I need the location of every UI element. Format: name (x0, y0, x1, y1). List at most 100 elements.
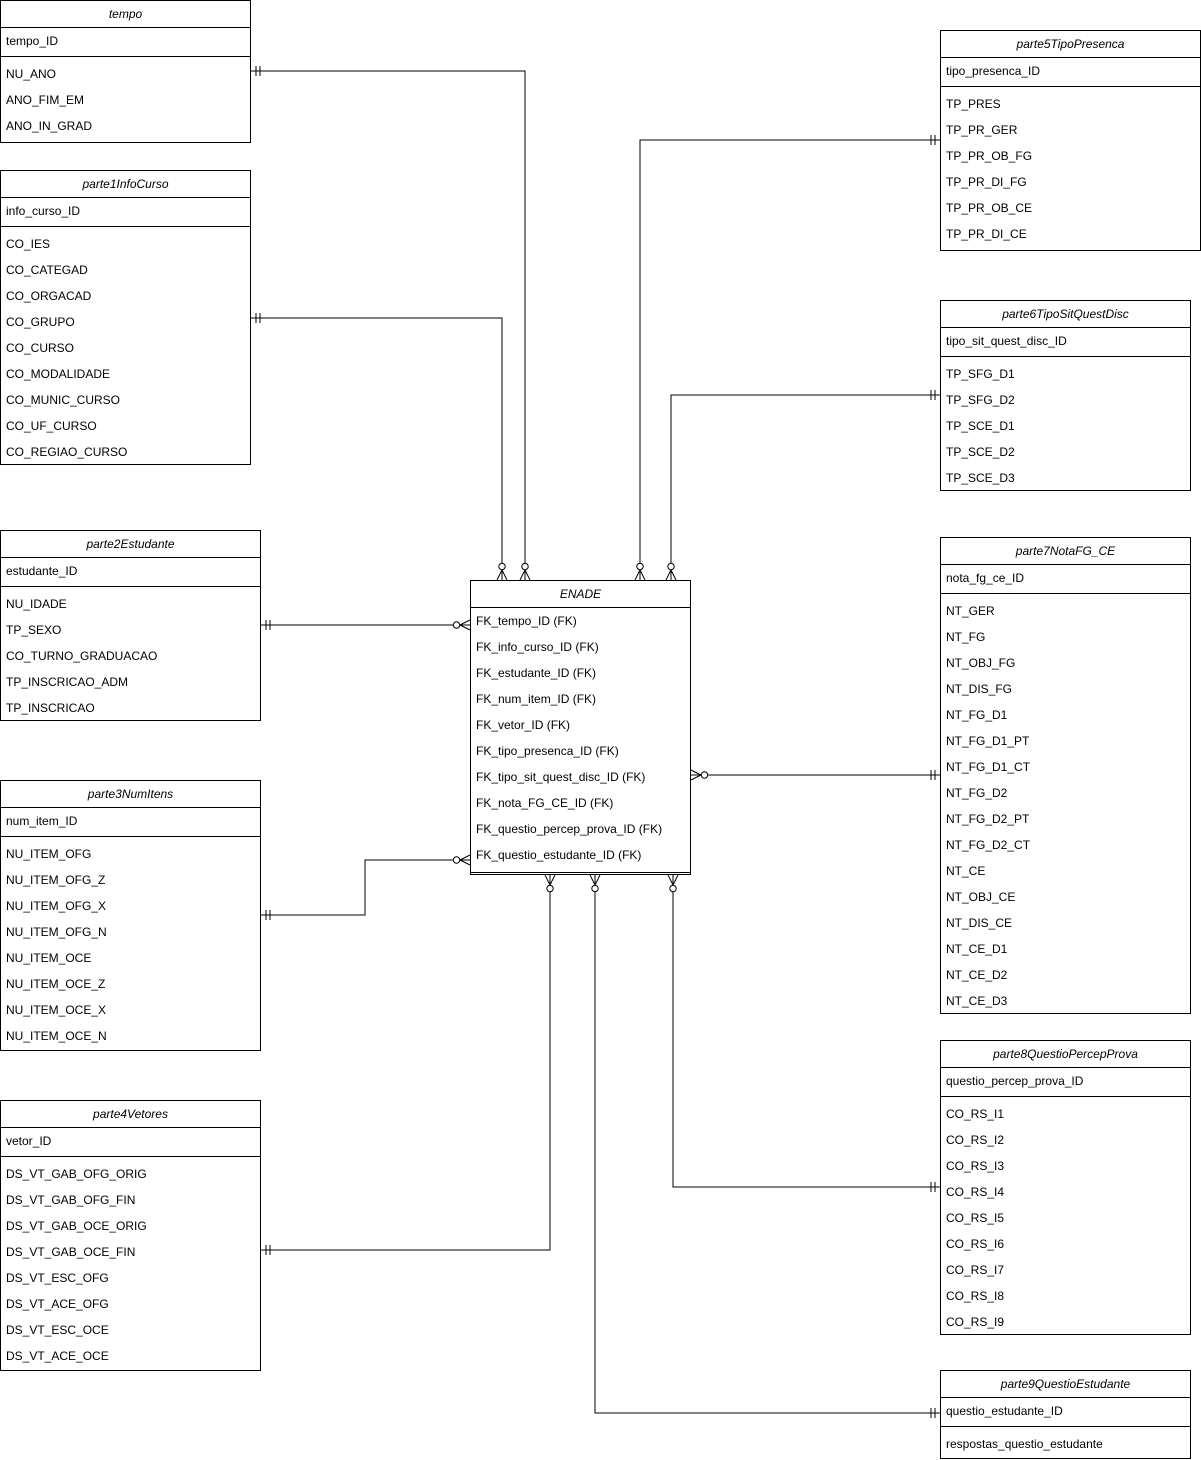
entity-enade[interactable]: ENADE FK_tempo_ID (FK)FK_info_curso_ID (… (470, 580, 691, 875)
attribute-row: DS_VT_ACE_OFG (6, 1297, 109, 1311)
attribute-row: NU_ITEM_OFG (6, 847, 92, 861)
cardinality-crowfoot (501, 569, 508, 581)
attribute-row: DS_VT_GAB_OCE_FIN (6, 1245, 136, 1259)
cardinality-zero-circle (669, 884, 677, 893)
entity-parte4vetores[interactable]: parte4Vetores vetor_ID DS_VT_GAB_OFG_ORI… (0, 1100, 261, 1371)
attribute-row: CO_RS_I3 (946, 1159, 1005, 1173)
entity-parte6tipositquestdisc[interactable]: parte6TipoSitQuestDisc tipo_sit_quest_di… (940, 300, 1191, 491)
attribute-row: TP_PR_DI_FG (946, 175, 1027, 189)
attribute-row: TP_SEXO (6, 623, 62, 637)
attribute-row: DS_VT_ESC_OCE (6, 1323, 109, 1337)
cardinality-zero-circle (546, 884, 554, 893)
attribute-row: respostas_questio_estudante (946, 1437, 1103, 1451)
entity-title: parte2Estudante (1, 531, 260, 558)
attribute-row: NT_OBJ_CE (946, 890, 1016, 904)
entity-parte8questiopercepprova[interactable]: parte8QuestioPercepProva questio_percep_… (940, 1040, 1191, 1335)
cardinality-crowfoot (670, 569, 677, 581)
entity-title: parte5TipoPresenca (941, 31, 1200, 58)
cardinality-crowfoot (639, 569, 646, 581)
attribute-row: CO_ORGACAD (6, 289, 92, 303)
attribute-row: TP_PR_OB_CE (946, 201, 1033, 215)
relationship-line (251, 317, 503, 580)
attribute-row: CO_RS_I6 (946, 1237, 1005, 1251)
primary-key: tipo_sit_quest_disc_ID (941, 328, 1190, 357)
cardinality-crowfoot (634, 569, 641, 581)
attribute-row: CO_CURSO (6, 341, 75, 355)
cardinality-crowfoot (459, 854, 471, 861)
cardinality-crowfoot (589, 874, 596, 886)
attribute-row: NU_IDADE (6, 597, 67, 611)
edge-estudante-enade (261, 619, 471, 631)
attribute-row: CO_TURNO_GRADUACAO (6, 649, 158, 663)
attribute-row: NT_CE (946, 864, 986, 878)
primary-key: tempo_ID (1, 28, 250, 57)
attribute-row: NU_ITEM_OCE_X (6, 1003, 107, 1017)
attribute-row: NT_CE_D3 (946, 994, 1008, 1008)
attribute-list: respostas_questio_estudante (941, 1427, 1190, 1457)
attribute-row: NT_CE_D2 (946, 968, 1008, 982)
entity-title: parte3NumItens (1, 781, 260, 808)
attribute-row: CO_RS_I2 (946, 1133, 1005, 1147)
entity-title: parte7NotaFG_CE (941, 538, 1190, 565)
attribute-row: DS_VT_GAB_OFG_ORIG (6, 1167, 147, 1181)
entity-parte9questioestudante[interactable]: parte9QuestioEstudante questio_estudante… (940, 1370, 1191, 1459)
cardinality-zero-circle (591, 884, 599, 893)
cardinality-crowfoot (524, 569, 531, 581)
attribute-row: CO_RS_I1 (946, 1107, 1005, 1121)
cardinality-crowfoot (672, 874, 679, 886)
cardinality-zero-circle (521, 562, 529, 571)
attribute-row: TP_INSCRICAO_ADM (6, 675, 129, 689)
primary-key: tipo_presenca_ID (941, 58, 1200, 87)
attribute-row: TP_PR_DI_CE (946, 227, 1027, 241)
edge-questioestudante-enade (589, 874, 940, 1418)
cardinality-crowfoot (690, 769, 702, 776)
entity-title: parte8QuestioPercepProva (941, 1041, 1190, 1068)
cardinality-crowfoot (519, 569, 526, 581)
cardinality-crowfoot (459, 624, 471, 631)
primary-key: vetor_ID (1, 1128, 260, 1157)
cardinality-crowfoot (459, 619, 471, 626)
attribute-row: DS_VT_GAB_OFG_FIN (6, 1193, 136, 1207)
attribute-row: TP_PR_GER (946, 123, 1018, 137)
attribute-row: NU_ITEM_OCE_Z (6, 977, 106, 991)
primary-key: num_item_ID (1, 808, 260, 837)
attribute-row: TP_SFG_D1 (946, 367, 1015, 381)
entity-parte5tipopresenca[interactable]: parte5TipoPresenca tipo_presenca_ID TP_P… (940, 30, 1201, 251)
cardinality-crowfoot (667, 874, 674, 886)
primary-key: info_curso_ID (1, 198, 250, 227)
attribute-row: CO_RS_I8 (946, 1289, 1005, 1303)
attribute-row: FK_num_item_ID (FK) (476, 692, 597, 706)
relationship-line (672, 875, 940, 1188)
attribute-row: ANO_IN_GRAD (6, 119, 93, 133)
attribute-row: DS_VT_GAB_OCE_ORIG (6, 1219, 147, 1233)
attribute-row: FK_tipo_sit_quest_disc_ID (FK) (476, 770, 646, 784)
attribute-row: FK_questio_estudante_ID (FK) (476, 848, 642, 862)
cardinality-zero-circle (700, 771, 709, 779)
edge-tempo-enade (251, 66, 531, 581)
attribute-row: NT_FG_D2_CT (946, 838, 1031, 852)
attribute-row: DS_VT_ACE_OCE (6, 1349, 109, 1363)
attribute-row: TP_PRES (946, 97, 1001, 111)
primary-key: questio_percep_prova_ID (941, 1068, 1190, 1097)
cardinality-zero-circle (636, 562, 644, 571)
attribute-row: ANO_FIM_EM (6, 93, 85, 107)
attribute-row: TP_SFG_D2 (946, 393, 1015, 407)
cardinality-crowfoot (594, 874, 601, 886)
relationship-line (261, 875, 551, 1251)
attribute-row: CO_RS_I9 (946, 1315, 1005, 1329)
edge-vetores-enade (261, 874, 556, 1255)
attribute-row: FK_questio_percep_prova_ID (FK) (476, 822, 663, 836)
attribute-row: FK_tipo_presenca_ID (FK) (476, 744, 619, 758)
relationship-line (251, 70, 526, 580)
attribute-list: FK_tempo_ID (FK)FK_info_curso_ID (FK)FK_… (471, 608, 690, 868)
attribute-row: NT_FG_D1_CT (946, 760, 1031, 774)
attribute-row: NT_FG_D1_PT (946, 734, 1030, 748)
